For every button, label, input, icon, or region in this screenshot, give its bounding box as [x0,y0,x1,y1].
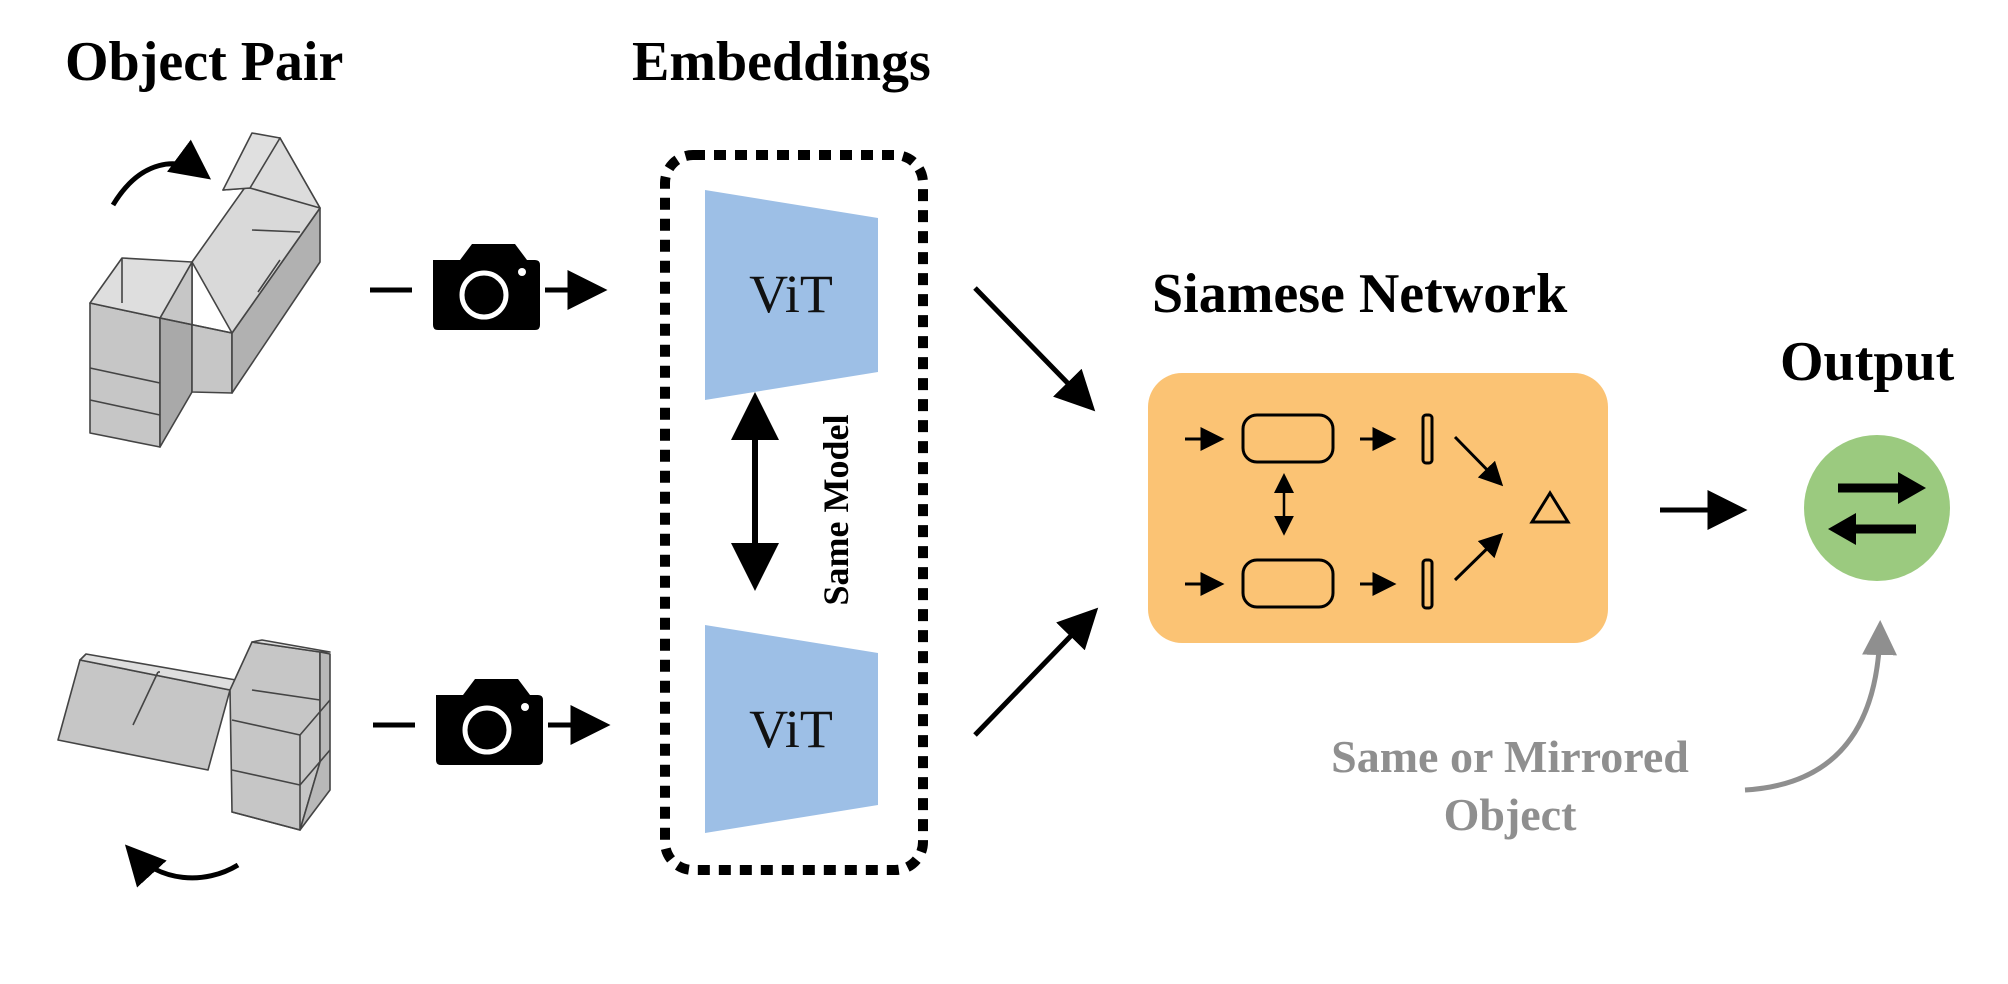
output-title: Output [1780,331,1955,393]
output-note-line1: Same or Mirrored [1331,731,1689,782]
note-arrow [1744,620,1898,793]
camera-icon [433,244,540,330]
bottom-object-cubes [57,639,331,831]
vit-encoder-bottom [705,625,878,833]
arrow-embedding-bottom [973,607,1099,737]
object-pair-title: Object Pair [65,31,343,93]
subnetwork-bottom [1241,558,1335,609]
siamese-internals [1185,413,1571,610]
rotation-arrow-icon [124,844,240,888]
vit-encoder-top [705,190,878,400]
embeddings-title: Embeddings [632,31,931,93]
vit-label-bottom: ViT [749,699,833,759]
shared-model-box [660,150,928,875]
output-circle [1804,435,1950,581]
siamese-network-title: Siamese Network [1152,263,1568,325]
siamese-network-box [1148,373,1608,643]
vit-label-top: ViT [749,264,833,324]
top-object-cubes [89,132,321,448]
rotation-arrow-icon [110,139,212,207]
output-note-line2: Object [1444,789,1578,840]
subnetwork-top [1241,413,1335,464]
arrow-embedding-top [973,286,1096,412]
camera-icon [436,679,543,765]
feature-vector-top [1421,413,1434,465]
delta-distance-icon [1529,490,1571,524]
feature-vector-bottom [1421,558,1434,610]
same-model-label: Same Model [816,415,856,606]
swap-arrows-icon [1828,472,1926,545]
